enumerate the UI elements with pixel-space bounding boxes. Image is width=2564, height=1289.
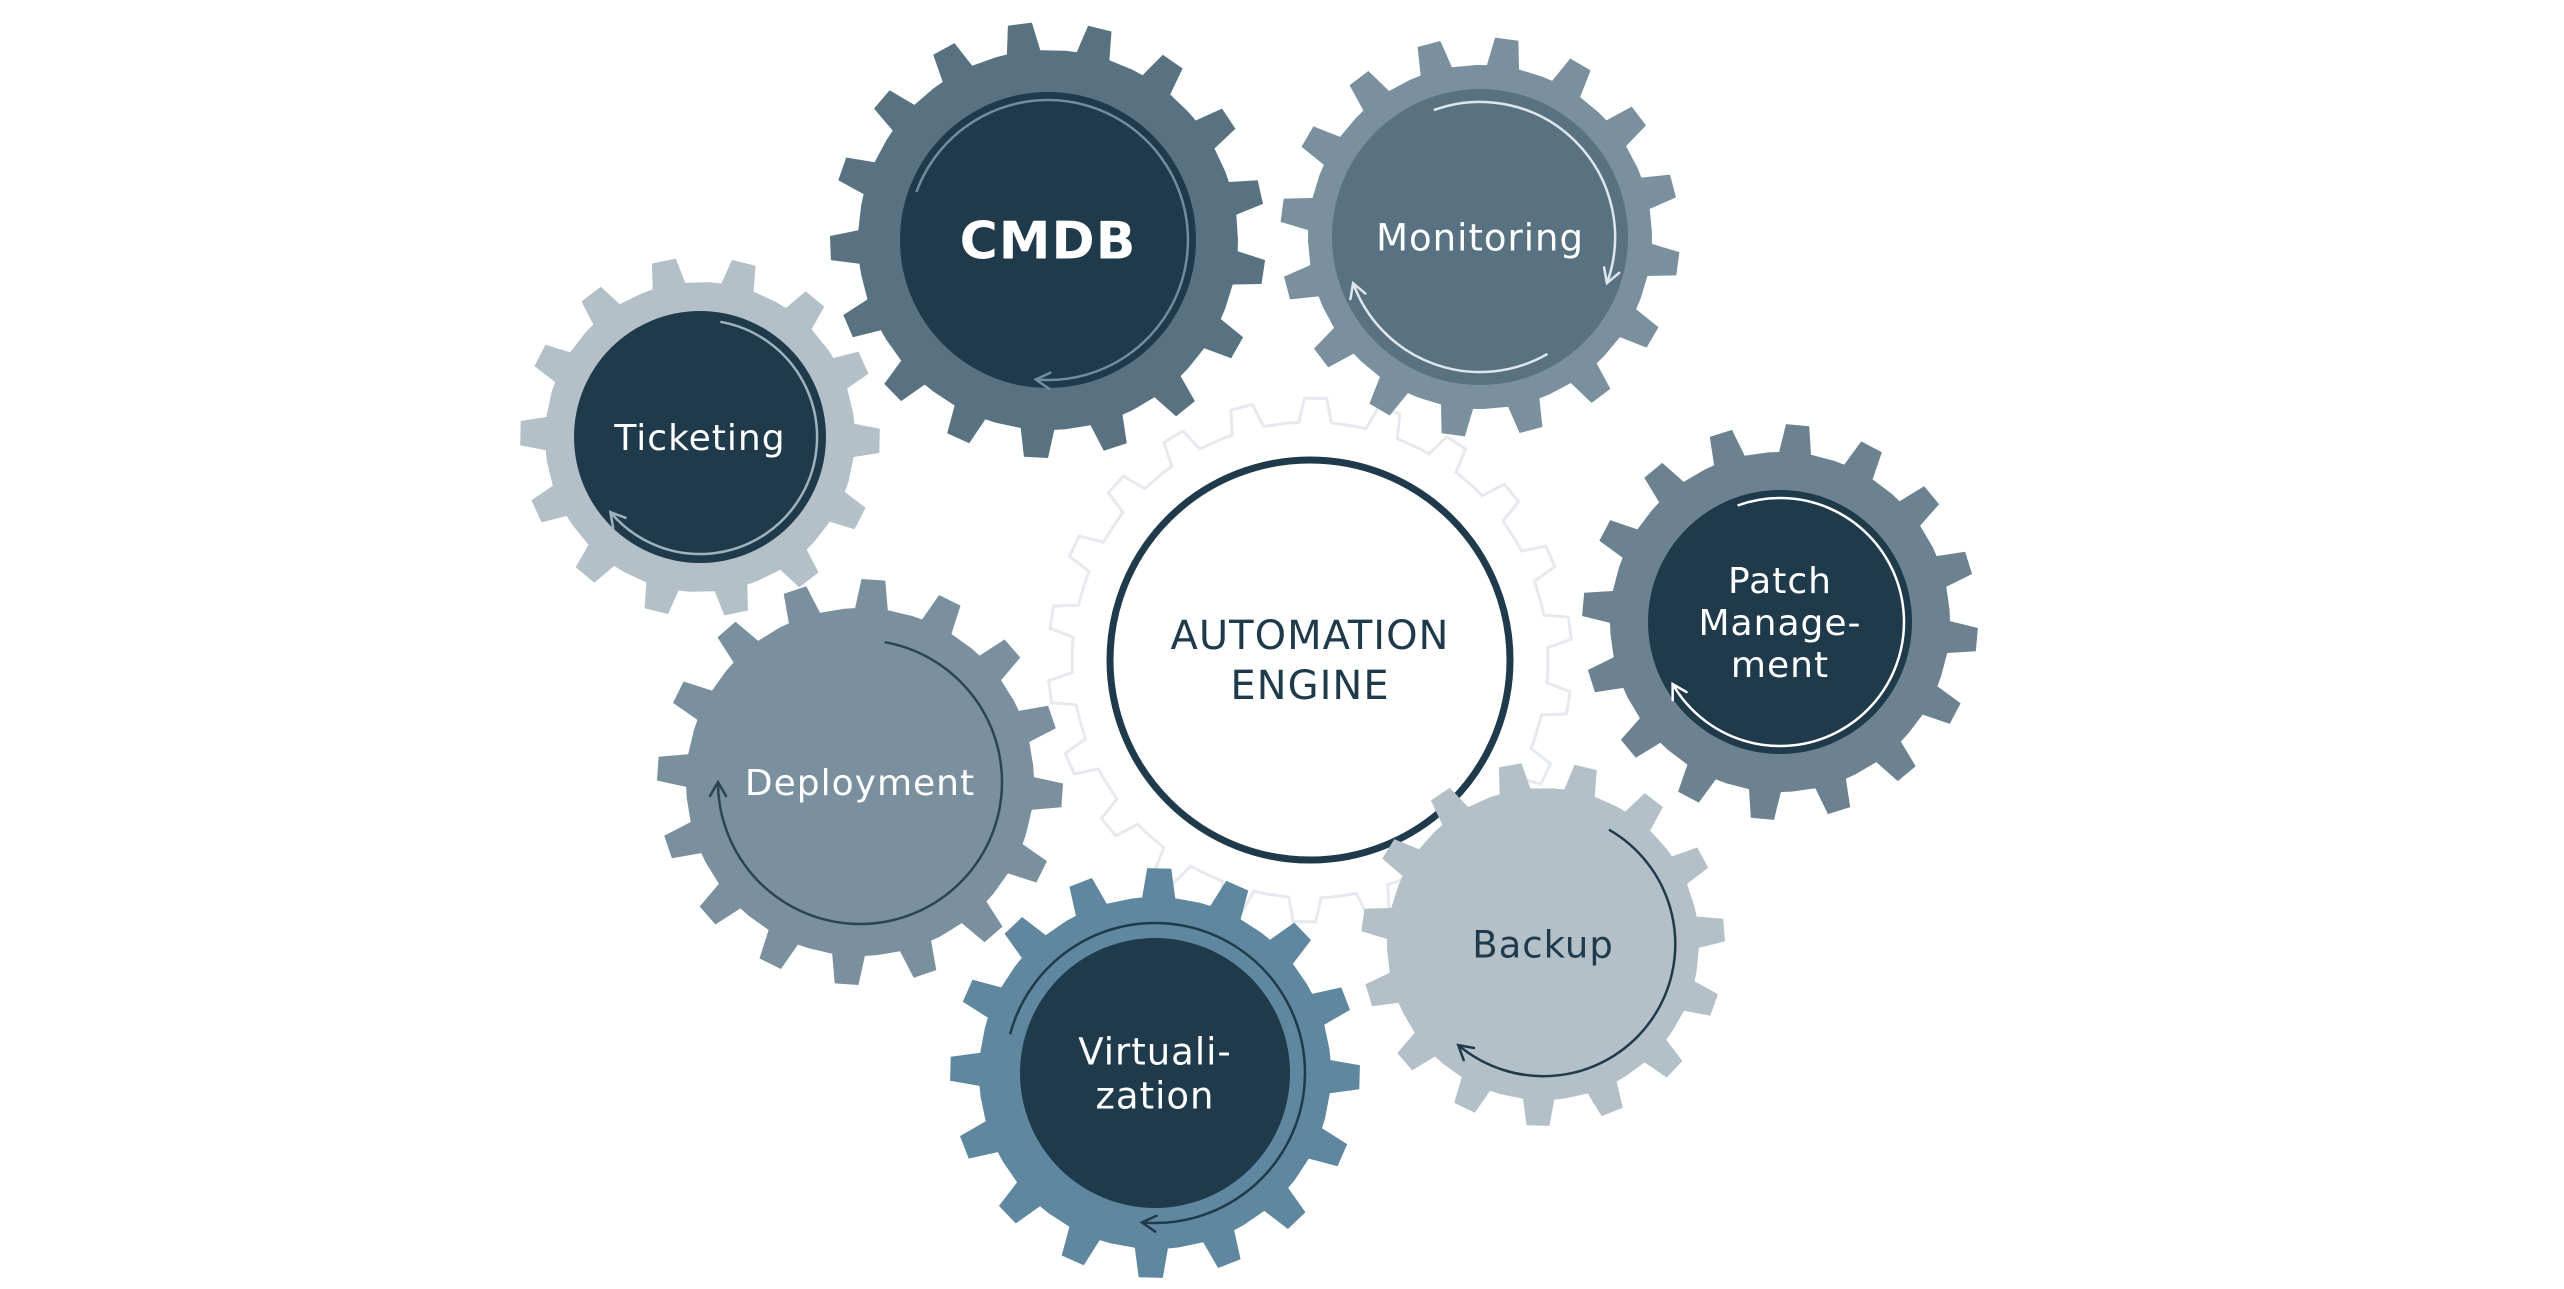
ticketing-disc	[574, 311, 826, 563]
rotation-arrowhead	[1671, 681, 1688, 702]
rotation-arrowhead	[608, 510, 627, 530]
virtualization-label: zation	[1096, 1074, 1215, 1117]
deployment-rotation-arc	[716, 640, 1004, 926]
rotation-arrowhead	[1602, 266, 1621, 286]
rotation-arrowhead	[708, 779, 728, 798]
rotation-arrowhead	[1139, 1214, 1158, 1233]
rotation-arrowhead	[1349, 280, 1367, 301]
virtualization-disc	[1020, 938, 1290, 1208]
monitoring-gear: Monitoring	[1280, 37, 1680, 437]
rotation-arrowhead	[1456, 1043, 1476, 1062]
patch-management-disc	[1648, 490, 1912, 754]
backup-disc	[1403, 804, 1683, 1084]
rotation-arrowhead	[1033, 371, 1052, 390]
virtualization-label: Virtuali-	[1078, 1030, 1232, 1073]
automation-engine-ring	[1106, 456, 1514, 864]
cmdb-label: CMDB	[960, 212, 1137, 272]
backup-gear: Backup	[1361, 763, 1725, 1126]
cmdb-gear: CMDB	[830, 22, 1266, 458]
deployment-gear: Deployment	[657, 579, 1063, 985]
ticketing-rotation-arc	[609, 320, 819, 556]
deployment-label: Deployment	[745, 763, 975, 804]
virtualization-rotation-arc	[1008, 921, 1307, 1225]
backup-rotation-arc	[1457, 828, 1677, 1078]
patch-management-label: Manage-	[1699, 603, 1862, 644]
automation-engine-label: ENGINE	[1230, 663, 1389, 709]
monitoring-label: Monitoring	[1376, 216, 1584, 259]
cmdb-rotation-arc	[915, 98, 1190, 382]
automation-engine-label: AUTOMATION	[1171, 613, 1450, 659]
deployment-disc	[710, 632, 1010, 932]
virtualization-gear: Virtuali-zation	[950, 868, 1360, 1278]
ticketing-label: Ticketing	[613, 418, 785, 459]
ticketing-gear: Ticketing	[520, 258, 880, 616]
backup-label: Backup	[1472, 923, 1614, 966]
patch-management-rotation-arc	[1671, 496, 1906, 748]
monitoring-rotation-arc-2	[1351, 282, 1549, 374]
cmdb-disc	[900, 92, 1196, 388]
patch-management-label: Patch	[1728, 561, 1832, 602]
monitoring-disc	[1332, 89, 1628, 385]
patch-management-label: ment	[1731, 645, 1829, 686]
monitoring-rotation-arc	[1433, 100, 1617, 284]
